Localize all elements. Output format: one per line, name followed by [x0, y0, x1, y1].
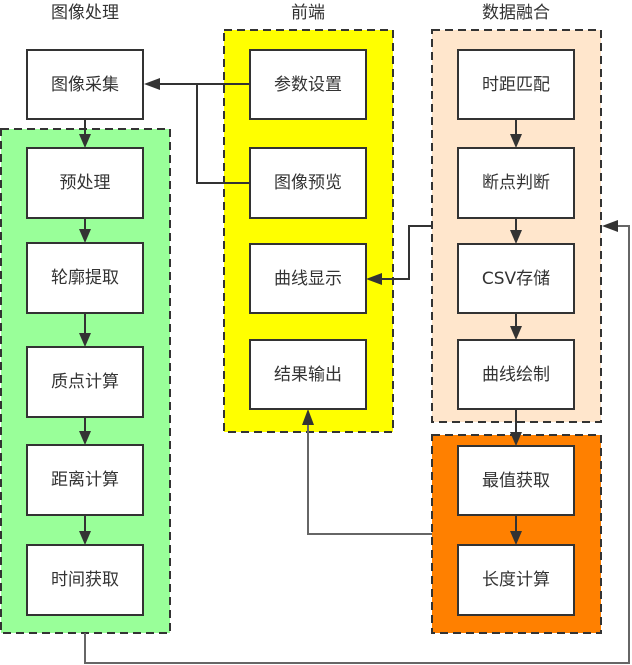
- arrowhead: [79, 531, 91, 545]
- node-centroid-calc[interactable]: 质点计算: [26, 346, 144, 418]
- node-label: 参数设置: [274, 75, 342, 95]
- node-result-output[interactable]: 结果输出: [249, 339, 367, 410]
- node-label: 图像采集: [51, 75, 119, 95]
- node-preprocess[interactable]: 预处理: [26, 147, 144, 219]
- edge-preview-to-capture: [196, 84, 250, 184]
- node-image-capture[interactable]: 图像采集: [26, 49, 144, 120]
- node-length-calc[interactable]: 长度计算: [457, 544, 575, 616]
- arrowhead: [510, 326, 522, 340]
- node-label: 结果输出: [274, 365, 342, 385]
- node-label: 轮廓提取: [51, 268, 119, 288]
- node-label: 曲线绘制: [482, 365, 550, 385]
- node-time-acquire[interactable]: 时间获取: [26, 544, 144, 616]
- node-label: 质点计算: [51, 372, 119, 392]
- edge-analysis-to-result: [307, 425, 432, 535]
- node-label: CSV存储: [482, 269, 550, 289]
- node-csv-storage[interactable]: CSV存储: [457, 243, 575, 314]
- arrowhead: [79, 333, 91, 347]
- node-curve-draw[interactable]: 曲线绘制: [457, 339, 575, 410]
- node-distance-calc[interactable]: 距离计算: [26, 444, 144, 516]
- arrowhead: [602, 220, 618, 232]
- edge-imgproc-to-fusion: [84, 225, 630, 664]
- node-time-distance-match[interactable]: 时距匹配: [457, 49, 575, 120]
- node-label: 时间获取: [51, 570, 119, 590]
- arrowhead: [510, 134, 522, 148]
- group-title-image-processing: 图像处理: [51, 3, 119, 23]
- arrowhead: [510, 230, 522, 244]
- arrowhead: [79, 229, 91, 243]
- arrowhead: [302, 409, 314, 425]
- arrowhead: [144, 78, 160, 90]
- node-label: 预处理: [60, 173, 111, 193]
- group-title-frontend: 前端: [291, 3, 325, 23]
- node-label: 时距匹配: [482, 75, 550, 95]
- arrowhead: [79, 431, 91, 445]
- node-image-preview[interactable]: 图像预览: [249, 147, 367, 219]
- node-label: 曲线显示: [274, 269, 342, 289]
- group-title-data-fusion: 数据融合: [482, 3, 550, 23]
- node-extreme-value[interactable]: 最值获取: [457, 445, 575, 516]
- arrowhead: [510, 432, 522, 446]
- node-breakpoint-judge[interactable]: 断点判断: [457, 147, 575, 219]
- node-label: 距离计算: [51, 470, 119, 490]
- node-label: 最值获取: [482, 471, 550, 491]
- arrowhead: [366, 273, 382, 285]
- node-label: 断点判断: [482, 173, 550, 193]
- node-curve-display[interactable]: 曲线显示: [249, 243, 367, 314]
- node-param-settings[interactable]: 参数设置: [249, 49, 367, 120]
- arrowhead: [79, 134, 91, 148]
- edge-fusion-to-curve-display: [382, 225, 432, 280]
- node-label: 图像预览: [274, 173, 342, 193]
- node-contour-extract[interactable]: 轮廓提取: [26, 242, 144, 314]
- arrowhead: [510, 531, 522, 545]
- node-label: 长度计算: [482, 570, 550, 590]
